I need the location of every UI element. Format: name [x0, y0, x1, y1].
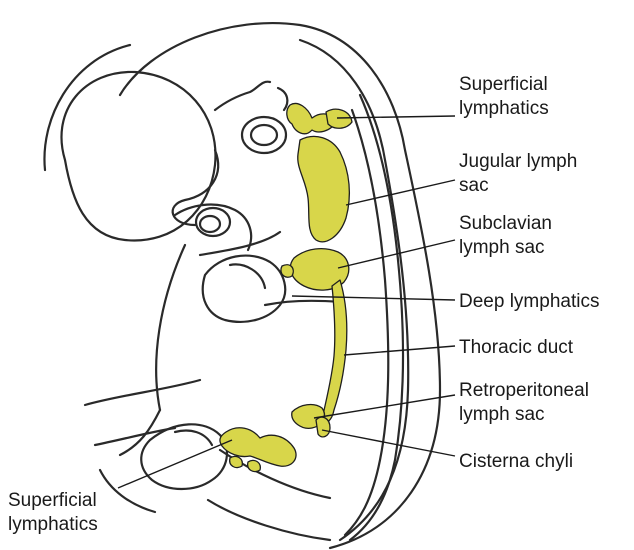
label-line: Retroperitoneal [459, 379, 589, 403]
embryo-outline [44, 23, 440, 548]
label-line: Deep lymphatics [459, 290, 599, 314]
label-retroperitoneal-lymph-sac: Retroperitoneal lymph sac [459, 379, 589, 427]
label-line: lymphatics [8, 513, 98, 537]
label-line: Thoracic duct [459, 336, 573, 360]
label-line: Subclavian [459, 212, 552, 236]
label-line: Superficial [459, 73, 549, 97]
label-subclavian-lymph-sac: Subclavian lymph sac [459, 212, 552, 260]
label-line: lymph sac [459, 236, 552, 260]
label-line: lymphatics [459, 97, 549, 121]
label-line: sac [459, 174, 577, 198]
label-superficial-lymphatics-top: Superficial lymphatics [459, 73, 549, 121]
label-line: lymph sac [459, 403, 589, 427]
label-line: Cisterna chyli [459, 450, 573, 474]
label-superficial-lymphatics-bottom: Superficial lymphatics [8, 489, 98, 537]
label-cisterna-chyli: Cisterna chyli [459, 450, 573, 474]
label-line: Jugular lymph [459, 150, 577, 174]
label-deep-lymphatics: Deep lymphatics [459, 290, 599, 314]
label-line: Superficial [8, 489, 98, 513]
label-jugular-lymph-sac: Jugular lymph sac [459, 150, 577, 198]
label-thoracic-duct: Thoracic duct [459, 336, 573, 360]
